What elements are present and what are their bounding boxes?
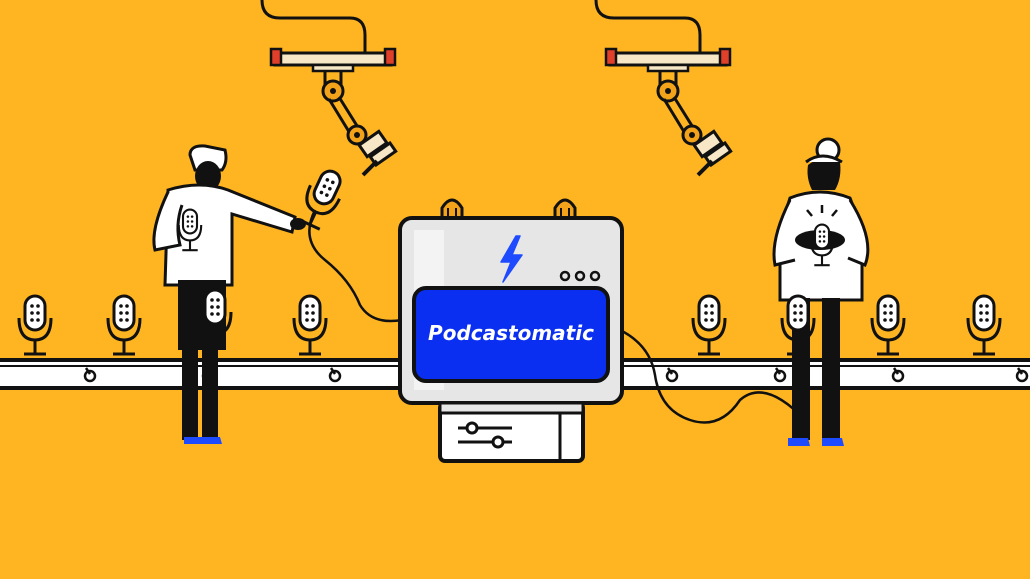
microphone-icon [966,294,1002,356]
lightning-bolt-icon [500,235,523,283]
microphone-icon [17,294,53,356]
left-robotic-arm [269,0,398,177]
machine-screen [412,286,610,383]
screen-label: Podcastomatic [428,321,594,345]
left-person [152,144,306,444]
sliders-icon [458,421,512,449]
microphone-icon [292,294,328,356]
podcast-machine: Podcastomatic [398,198,624,463]
right-person [772,137,870,446]
microphone-icon [691,294,727,356]
right-robotic-arm [604,0,733,177]
microphone-icon [106,294,142,356]
microphone-icon [870,294,906,356]
microphone-icon [293,163,351,233]
